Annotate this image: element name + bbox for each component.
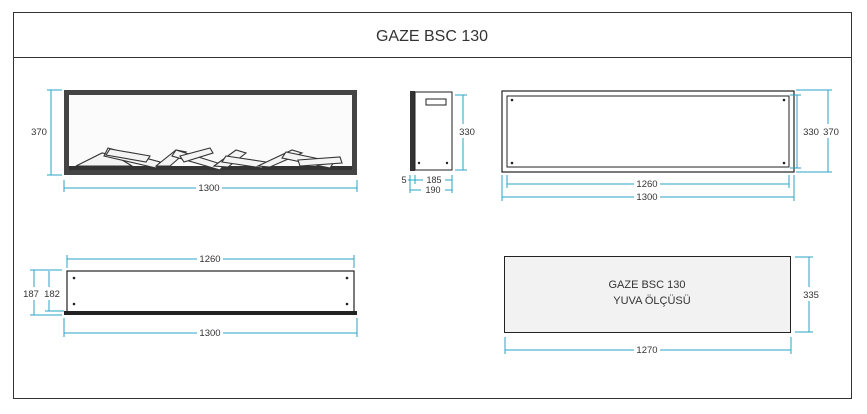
niche-height-label: 335 bbox=[803, 290, 819, 301]
front-height-label: 370 bbox=[31, 127, 47, 138]
side-offset-label: 5 bbox=[401, 175, 406, 185]
rear-inner-width-label-bg bbox=[634, 178, 660, 190]
top-body bbox=[66, 270, 355, 313]
niche-width-label-bg bbox=[634, 344, 660, 356]
rear-inner-height-label: 330 bbox=[803, 127, 819, 138]
front-height-label-bg bbox=[30, 124, 48, 138]
rear-height-labels-bg bbox=[801, 124, 841, 138]
side-screw-right bbox=[445, 161, 449, 165]
top-screw-tr bbox=[345, 276, 349, 280]
drawing-frame bbox=[13, 12, 852, 399]
drawing-title: GAZE BSC 130 bbox=[376, 28, 488, 45]
log-8 bbox=[221, 155, 267, 169]
top-height-labels-bg bbox=[20, 287, 62, 300]
rear-outer-width-label: 1300 bbox=[636, 192, 657, 203]
front-bottom-bar bbox=[69, 166, 352, 170]
rear-outer-width-label-bg bbox=[634, 191, 660, 203]
top-inner-width-label: 1260 bbox=[199, 254, 220, 265]
log-11 bbox=[297, 156, 343, 167]
fireplace-front bbox=[64, 90, 357, 175]
top-inner-width-label-bg bbox=[197, 253, 223, 265]
side-front-plate bbox=[410, 91, 415, 171]
top-outer-height-label: 187 bbox=[23, 289, 39, 300]
side-total-depth-label: 190 bbox=[425, 185, 440, 195]
rear-screw-tl bbox=[510, 98, 514, 102]
side-view bbox=[410, 91, 453, 171]
top-outer-width-label-bg bbox=[197, 327, 223, 339]
rear-screw-bl bbox=[510, 161, 514, 165]
side-screw-left bbox=[417, 161, 421, 165]
side-depth-label: 185 bbox=[426, 175, 441, 185]
rear-screw-br bbox=[782, 161, 786, 165]
niche-subtitle: YUVA ÖLÇÜSÜ bbox=[613, 295, 690, 307]
log-6 bbox=[179, 147, 214, 163]
rear-inner-panel bbox=[506, 95, 790, 168]
log-3 bbox=[105, 148, 151, 163]
side-height-label-bg bbox=[456, 124, 476, 138]
niche-box bbox=[504, 256, 791, 333]
side-height-label: 330 bbox=[459, 127, 475, 138]
rear-outer-height-label: 370 bbox=[823, 127, 839, 138]
top-screw-br bbox=[345, 302, 349, 306]
top-front-plate bbox=[64, 311, 357, 315]
log-set bbox=[75, 147, 343, 171]
side-bracket bbox=[425, 98, 447, 106]
side-total-depth-label-bg bbox=[421, 184, 445, 195]
front-width-label: 1300 bbox=[198, 183, 219, 194]
top-inner-height-label: 182 bbox=[44, 289, 60, 300]
rear-view bbox=[501, 90, 795, 173]
niche-width-label: 1270 bbox=[636, 345, 657, 356]
top-screw-tl bbox=[72, 276, 76, 280]
rear-screw-tr bbox=[782, 98, 786, 102]
front-width-label-bg bbox=[196, 182, 222, 194]
top-screw-bl bbox=[72, 302, 76, 306]
top-view bbox=[64, 270, 357, 315]
rear-inner-width-label: 1260 bbox=[636, 179, 657, 190]
niche-title: GAZE BSC 130 bbox=[608, 279, 685, 291]
niche-height-label-bg bbox=[800, 287, 822, 301]
side-depth-label-bg bbox=[423, 174, 445, 185]
top-outer-width-label: 1300 bbox=[199, 328, 220, 339]
